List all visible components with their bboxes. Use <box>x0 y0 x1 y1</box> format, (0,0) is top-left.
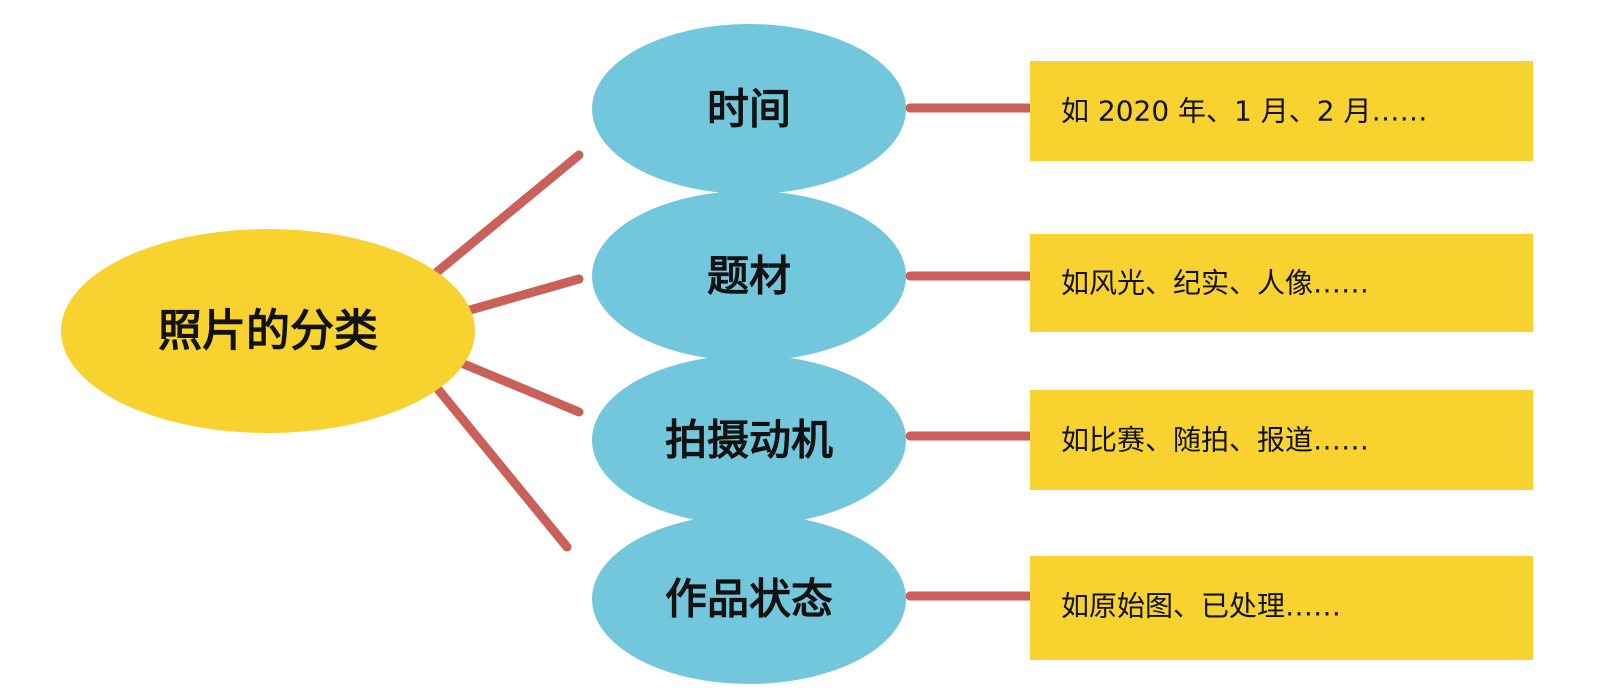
connector-root-to-cat-2 <box>454 357 584 417</box>
category-label: 时间 <box>707 85 791 134</box>
category-label: 作品状态 <box>665 575 833 624</box>
category-ellipse <box>592 191 906 361</box>
example-box-state: 如原始图、已处理…… <box>1030 556 1533 660</box>
example-label: 如原始图、已处理…… <box>1061 590 1341 623</box>
category-node-time[interactable]: 时间 <box>592 24 906 194</box>
example-label: 如风光、纪实、人像…… <box>1061 267 1369 300</box>
example-box <box>1030 390 1533 490</box>
root-label: 照片的分类 <box>158 306 378 357</box>
example-label: 如 2020 年、1 月、2 月…… <box>1061 95 1428 128</box>
connector-root-to-cat-0 <box>432 150 584 277</box>
example-box-time: 如 2020 年、1 月、2 月…… <box>1030 61 1533 161</box>
category-ellipse <box>592 24 906 194</box>
category-node-subject[interactable]: 题材 <box>592 191 906 361</box>
example-connectors <box>905 103 1035 601</box>
example-box <box>1030 234 1533 332</box>
category-label: 拍摄动机 <box>665 416 833 465</box>
connector-root-to-cat-1 <box>458 274 584 317</box>
connector-root-to-cat-3 <box>432 383 572 552</box>
root-ellipse <box>61 229 475 433</box>
example-box-motive: 如比赛、随拍、报道…… <box>1030 390 1533 490</box>
example-box <box>1030 61 1533 161</box>
example-box-subject: 如风光、纪实、人像…… <box>1030 234 1533 332</box>
category-ellipse <box>592 514 906 684</box>
root-node[interactable]: 照片的分类 <box>61 229 475 433</box>
root-connectors <box>432 150 584 552</box>
category-label: 题材 <box>707 252 791 301</box>
category-node-motive[interactable]: 拍摄动机 <box>592 355 906 525</box>
category-node-state[interactable]: 作品状态 <box>592 514 906 684</box>
example-box <box>1030 556 1533 660</box>
category-ellipse <box>592 355 906 525</box>
example-label: 如比赛、随拍、报道…… <box>1061 424 1369 457</box>
